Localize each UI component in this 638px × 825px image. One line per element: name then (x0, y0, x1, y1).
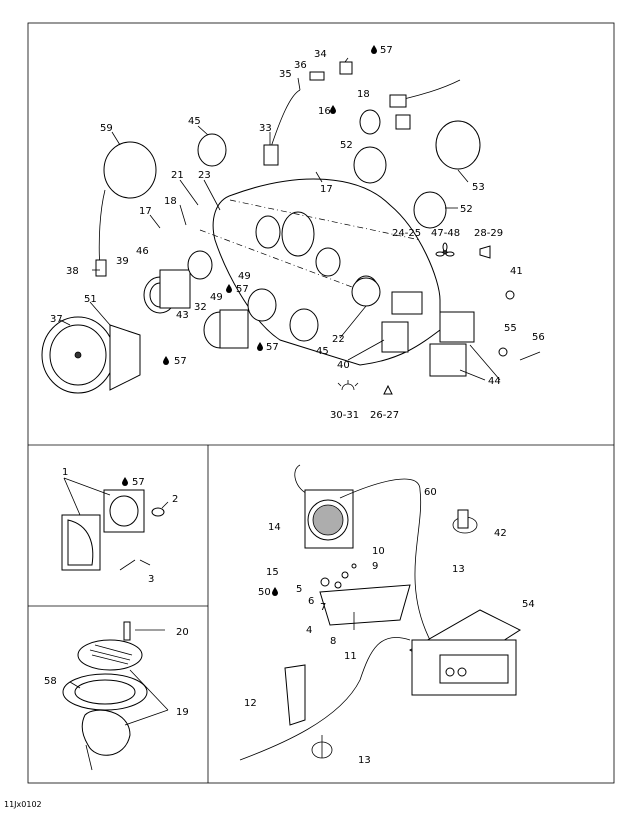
label-13: 13 (452, 564, 465, 575)
label-35: 35 (279, 69, 292, 80)
cover-assembly-1 (61, 477, 169, 571)
label-38: 38 (66, 266, 79, 277)
label-55: 55 (504, 323, 517, 334)
label-40: 40 (337, 360, 350, 371)
label-18b: 18 (164, 196, 177, 207)
label-9: 9 (372, 561, 378, 572)
label-15: 15 (266, 567, 279, 578)
label-8: 8 (330, 636, 336, 647)
label-12: 12 (244, 698, 257, 709)
label-49: 49 (238, 271, 251, 282)
label-16: 16 (318, 106, 331, 117)
label-57d: 57 (174, 356, 187, 367)
label-22: 22 (332, 334, 345, 345)
label-11: 11 (344, 651, 357, 662)
label-19: 19 (176, 707, 189, 718)
label-14: 14 (268, 522, 281, 533)
gauge-37 (41, 316, 141, 394)
label-53: 53 (472, 182, 485, 193)
label-18: 18 (357, 89, 370, 100)
label-45: 45 (188, 116, 201, 127)
label-21: 21 (171, 170, 184, 181)
callout-labels: 59 45 33 35 36 34 57 16 18 53 52 21 23 1… (44, 45, 545, 766)
label-36: 36 (294, 60, 307, 71)
label-44: 44 (488, 376, 501, 387)
label-7: 7 (320, 602, 326, 613)
label-59: 59 (100, 123, 113, 134)
outer-frame (27, 22, 615, 784)
label-45b: 45 (316, 346, 329, 357)
label-20: 20 (176, 627, 189, 638)
label-24-25: 24-25 (392, 228, 421, 239)
label-52b: 52 (460, 204, 473, 215)
label-46: 46 (136, 246, 149, 257)
stereo-assembly (239, 464, 522, 761)
horn-assembly (62, 621, 169, 771)
label-6: 6 (308, 596, 314, 607)
label-52: 52 (340, 140, 353, 151)
label-50: 50 (258, 587, 271, 598)
rings (187, 120, 481, 342)
horn-icon-2 (383, 384, 393, 395)
label-17: 17 (320, 184, 333, 195)
fan-icon (435, 242, 455, 257)
label-28-29: 28-29 (474, 228, 503, 239)
label-54: 54 (522, 599, 535, 610)
label-57c: 57 (266, 342, 279, 353)
light-icon (337, 380, 359, 391)
label-4: 4 (306, 625, 312, 636)
label-32: 32 (194, 302, 207, 313)
label-17b: 17 (139, 206, 152, 217)
label-23: 23 (198, 170, 211, 181)
figure-reference: 11Jx0102 (4, 800, 42, 809)
label-37: 37 (50, 314, 63, 325)
label-41: 41 (510, 266, 523, 277)
label-34: 34 (314, 49, 327, 60)
switch-plates (429, 290, 541, 377)
leader-lines-top (59, 57, 501, 381)
label-47-48: 47-48 (431, 228, 460, 239)
label-26-27: 26-27 (370, 410, 399, 421)
label-33: 33 (259, 123, 272, 134)
label-10: 10 (372, 546, 385, 557)
label-2: 2 (172, 494, 178, 505)
gauge-43 (143, 269, 191, 314)
cover-59 (95, 141, 157, 277)
label-13b: 13 (358, 755, 371, 766)
label-60: 60 (424, 487, 437, 498)
label-58: 58 (44, 676, 57, 687)
label-56: 56 (532, 332, 545, 343)
label-3: 3 (148, 574, 154, 585)
label-51: 51 (84, 294, 97, 305)
label-42: 42 (494, 528, 507, 539)
wire-harness (263, 61, 461, 166)
label-1: 1 (62, 467, 68, 478)
label-57b: 57 (236, 284, 249, 295)
label-57: 57 (380, 45, 393, 56)
label-49b: 49 (210, 292, 223, 303)
label-5: 5 (296, 584, 302, 595)
label-30-31: 30-31 (330, 410, 359, 421)
horn-icon (479, 245, 491, 259)
label-57e: 57 (132, 477, 145, 488)
label-39: 39 (116, 256, 129, 267)
oil-drop-icon (122, 45, 377, 596)
gauge-32 (203, 309, 249, 349)
label-43: 43 (176, 310, 189, 321)
